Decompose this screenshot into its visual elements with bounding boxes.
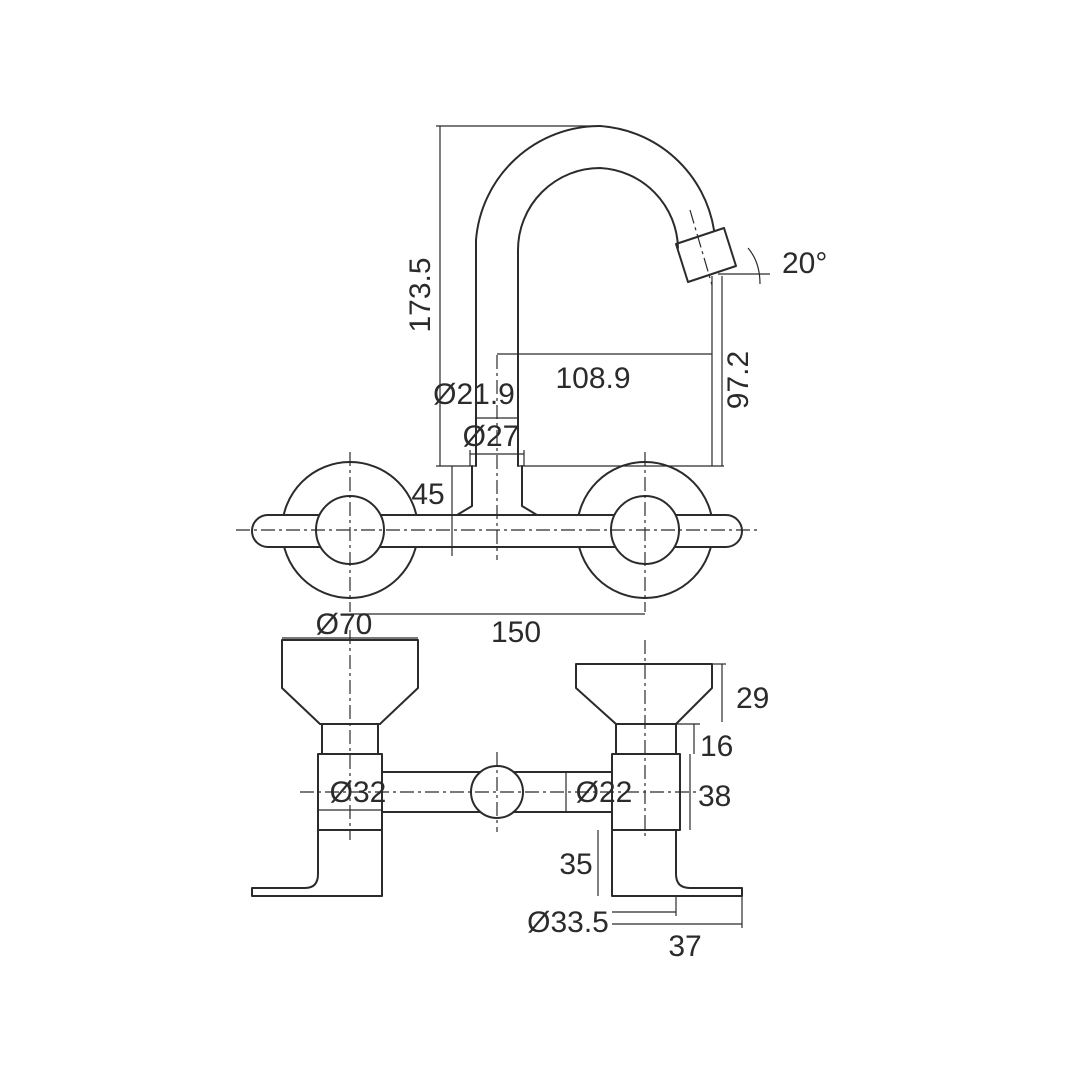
dim-handle-height: 29 (736, 682, 769, 715)
right-handle (575, 663, 713, 725)
spout-aerator (675, 227, 737, 283)
dim-spout-reach: 108.9 (555, 362, 630, 395)
dim-pipe-diameter: Ø21.9 (433, 378, 515, 411)
dim-inlet-offset: 37 (668, 930, 701, 963)
dim-riser-height: 45 (411, 478, 444, 511)
dim-outlet-height: 97.2 (722, 351, 755, 409)
top-riser (456, 465, 538, 516)
dim-total-height: 173.5 (404, 257, 437, 332)
dim-spout-angle: 20° (782, 247, 827, 280)
left-handle (281, 639, 419, 725)
dim-bar-diameter: Ø22 (576, 776, 633, 809)
dimension-lines (282, 125, 770, 928)
spout-axis (689, 209, 713, 286)
right-stem (615, 723, 677, 755)
dim-body-diameter: Ø32 (330, 776, 387, 809)
dim-center-spacing: 150 (491, 616, 541, 649)
spout (475, 124, 737, 560)
dim-inlet-length: 35 (559, 848, 592, 881)
right-inlet (611, 829, 743, 897)
spout-inner (517, 167, 679, 467)
dim-flange-diameter: Ø70 (316, 608, 373, 641)
dim-stem-height: 16 (700, 730, 733, 763)
dim-body-height: 38 (698, 780, 731, 813)
left-inlet (251, 829, 383, 897)
front-view (251, 630, 743, 897)
dimension-labels: 173.5 20° 108.9 97.2 Ø21.9 Ø27 45 Ø70 15… (316, 247, 828, 963)
dim-base-diameter: Ø27 (463, 420, 520, 453)
dim-inlet-diameter: Ø33.5 (527, 906, 609, 939)
spout-outer (475, 124, 715, 467)
